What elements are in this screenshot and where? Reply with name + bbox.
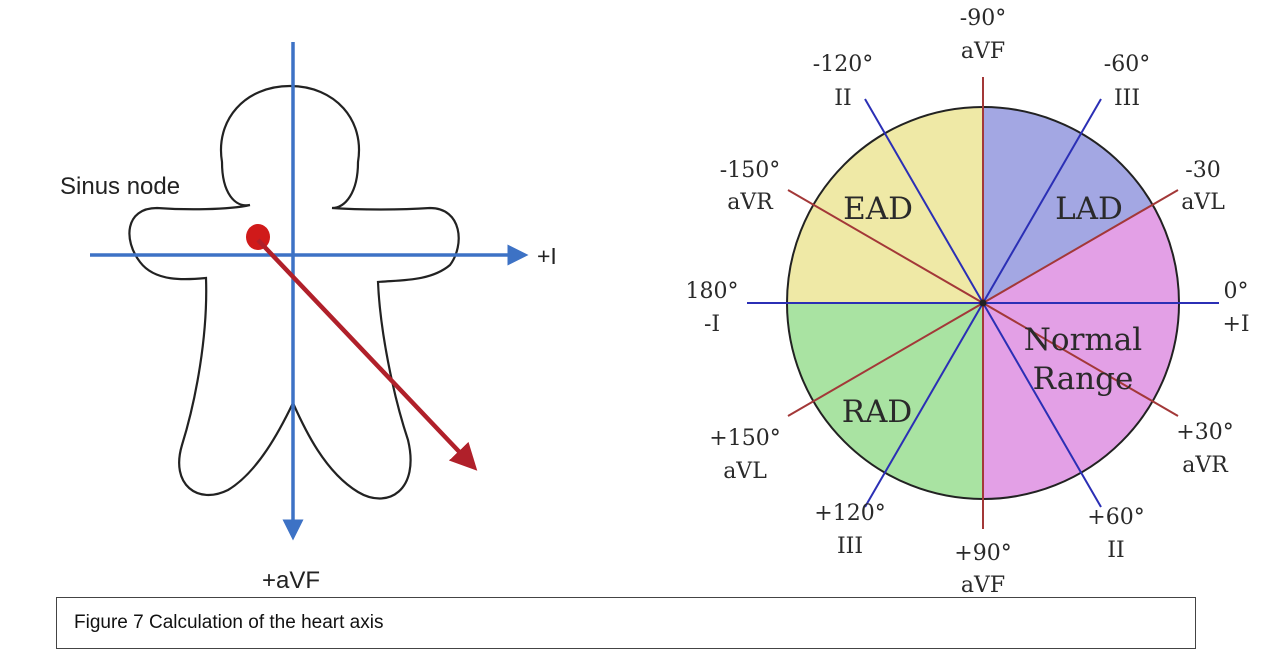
aVF-label: +aVF xyxy=(262,567,320,594)
angle-plus120-deg: +120° xyxy=(814,501,885,526)
angle-minus150-deg: -150° xyxy=(720,158,780,183)
angle-plus60-deg: +60° xyxy=(1087,505,1144,530)
angle-plus30-deg: +30° xyxy=(1176,420,1233,445)
body-figure xyxy=(128,84,460,500)
normal-range-label-line2: Range xyxy=(1033,361,1134,397)
figure-caption-box: Figure 7 Calculation of the heart axis xyxy=(56,597,1196,649)
angle-minus60-lead: III xyxy=(1114,86,1140,111)
sinus-node-label: Sinus node xyxy=(60,173,180,200)
angle-minus120-lead: II xyxy=(834,86,851,111)
lad-label: LAD xyxy=(1055,191,1123,227)
angle-minus120-deg: -120° xyxy=(813,52,873,77)
angle-0-lead: +I xyxy=(1222,312,1249,337)
angle-plus150-lead: aVL xyxy=(723,459,767,484)
wheel-center xyxy=(979,299,987,307)
angle-minus90-deg: -90° xyxy=(960,6,1006,31)
angle-plus150-deg: +150° xyxy=(709,426,780,451)
angle-plus90-lead: aVF xyxy=(961,573,1005,598)
ead-region xyxy=(787,107,983,303)
angle-minus150-lead: aVR xyxy=(727,190,774,215)
ead-label: EAD xyxy=(843,191,913,227)
hexaxial-wheel: EAD LAD Normal Range RAD -90° aVF -120° … xyxy=(686,6,1250,598)
rad-label: RAD xyxy=(842,394,913,430)
angle-minus30-lead: aVL xyxy=(1181,190,1225,215)
normal-range-label-line1: Normal xyxy=(1024,322,1142,358)
angle-plus60-lead: II xyxy=(1107,538,1124,563)
figure-caption: Figure 7 Calculation of the heart axis xyxy=(74,612,384,633)
lad-region xyxy=(983,107,1153,303)
rad-region xyxy=(787,303,983,499)
frontal-axes xyxy=(90,42,529,541)
angle-minus30-deg: -30 xyxy=(1185,158,1220,183)
angle-0-deg: 0° xyxy=(1224,279,1249,304)
lead-I-label: +I xyxy=(537,243,557,269)
angle-minus90-lead: aVF xyxy=(961,39,1005,64)
angle-plus30-lead: aVR xyxy=(1182,453,1229,478)
heart-axis-vector xyxy=(256,238,478,471)
angle-180-lead: -I xyxy=(704,312,720,337)
angle-plus120-lead: III xyxy=(837,534,863,559)
normal-range-region xyxy=(983,205,1179,499)
body-outline xyxy=(128,84,460,500)
angle-minus60-deg: -60° xyxy=(1104,52,1150,77)
angle-180-deg: 180° xyxy=(686,279,739,304)
angle-plus90-deg: +90° xyxy=(954,541,1011,566)
